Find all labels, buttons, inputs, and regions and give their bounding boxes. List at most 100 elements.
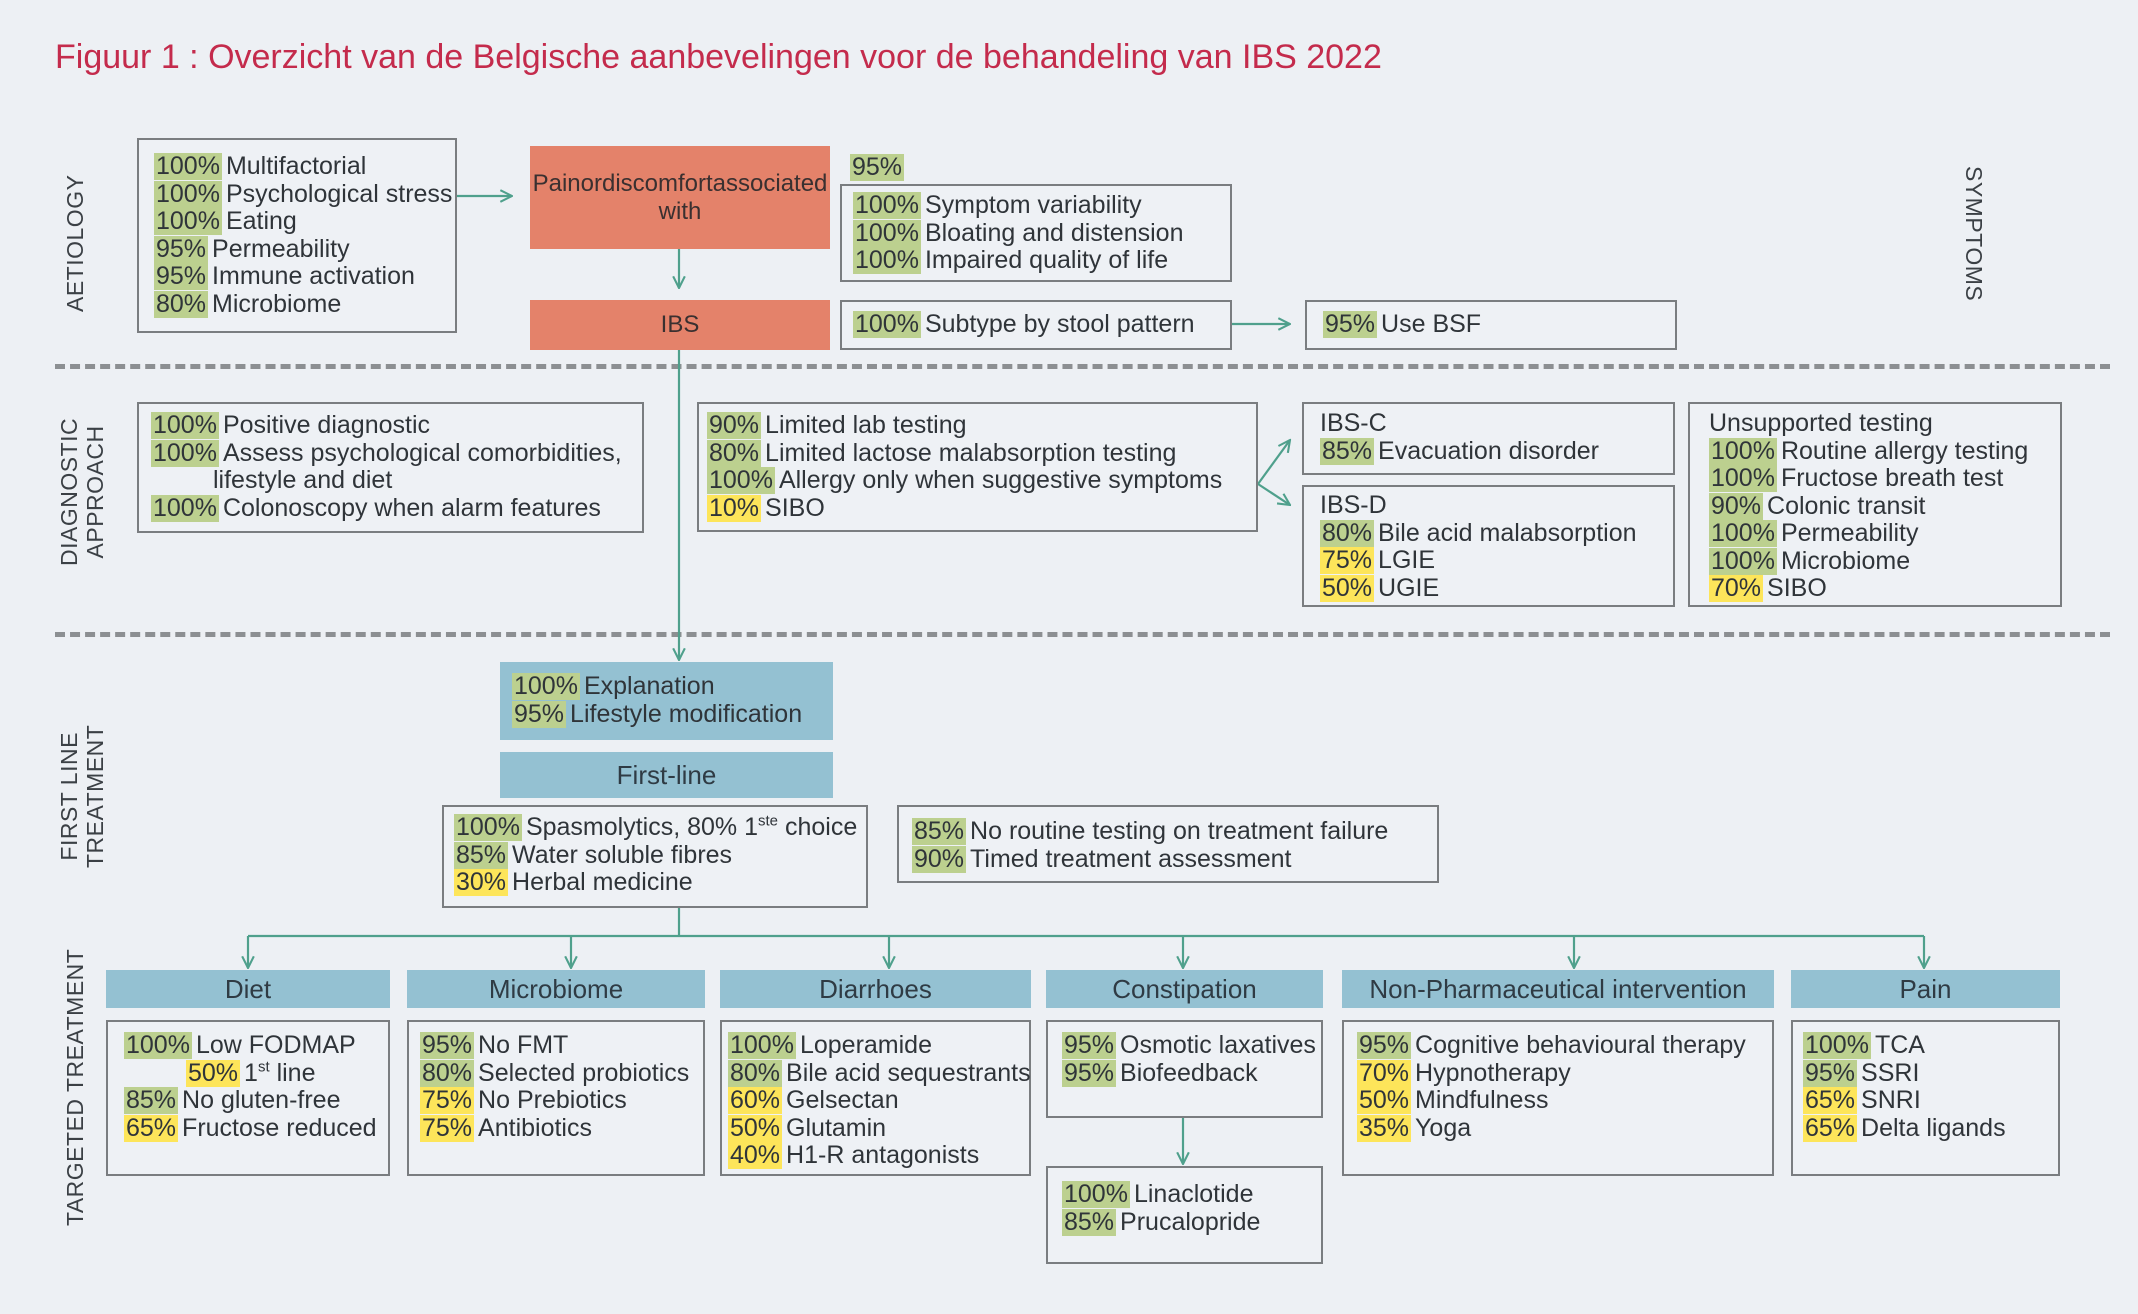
treatment-failure-box: 85%No routine testing on treatment failu…	[897, 805, 1439, 883]
item-label: Herbal medicine	[508, 868, 693, 897]
list-item: 80%Selected probiotics	[420, 1059, 689, 1088]
diarrhoea-header: Diarrhoes	[720, 970, 1031, 1008]
list-item: 100%Spasmolytics, 80% 1ste choice	[454, 813, 858, 842]
item-label-text: Microbiome	[212, 289, 342, 318]
percentage-badge: 100%	[1709, 464, 1777, 493]
list-item: 100%Eating	[154, 207, 452, 236]
percentage-badge: 100%	[707, 466, 775, 495]
item-label: Permeability	[208, 235, 350, 264]
separator-2	[55, 632, 2110, 637]
item-label-text: Fructose breath test	[1780, 464, 2004, 492]
item-label-text: LGIE	[1378, 546, 1436, 574]
item-label-text: Linaclotide	[1133, 1180, 1254, 1208]
item-label-text: SIBO	[765, 493, 825, 522]
item-label: Limited lab testing	[761, 411, 967, 440]
item-label-text: SNRI	[1861, 1086, 1921, 1114]
percentage-badge: 100%	[151, 493, 219, 522]
list-item: 75%No Prebiotics	[420, 1086, 689, 1115]
percentage-badge: 80%	[728, 1058, 783, 1087]
microbiome-header: Microbiome	[407, 970, 705, 1008]
percentage-badge: 65%	[1803, 1086, 1858, 1115]
item-label-text: Hypnotherapy	[1415, 1058, 1571, 1087]
percentage-badge: 95%	[1062, 1058, 1117, 1087]
ibs-box: IBS	[530, 300, 830, 350]
percentage-badge: 35%	[1357, 1113, 1412, 1142]
separator-1	[55, 364, 2110, 369]
list-item: 50%Mindfulness	[1357, 1086, 1746, 1115]
pain-header: Pain	[1791, 970, 2060, 1008]
list-item: 65%Delta ligands	[1803, 1113, 2006, 1143]
ibs-c-content: IBS-C 85%Evacuation disorder	[1320, 409, 1599, 466]
percentage-badge: 50%	[728, 1113, 783, 1142]
percentage-badge: 95%	[1062, 1031, 1117, 1060]
percentage-badge: 50%	[1357, 1086, 1412, 1115]
item-label-text: Explanation	[583, 672, 715, 700]
unsupported-content: Unsupported testing 100%Routine allergy …	[1709, 409, 2028, 603]
percentage-badge: 85%	[124, 1086, 179, 1115]
item-label: Microbiome	[1777, 547, 1910, 576]
item-label: TCA	[1871, 1031, 1925, 1060]
item-label: LGIE	[1374, 546, 1436, 575]
item-label: No Prebiotics	[474, 1086, 627, 1115]
item-label: Linaclotide	[1130, 1180, 1254, 1209]
item-label-text: No routine testing on treatment failure	[970, 817, 1389, 845]
item-label-text: lifestyle and diet	[213, 466, 393, 494]
item-label-text: Low FODMAP	[195, 1031, 356, 1059]
first-line-header: First-line	[500, 752, 833, 798]
item-label: Psychological stress	[222, 180, 452, 209]
item-label-text: Positive diagnostic	[222, 411, 431, 439]
percentage-badge: 100%	[124, 1031, 192, 1060]
item-label-text: UGIE	[1378, 573, 1440, 602]
list-item: 80%Limited lactose malabsorption testing	[707, 438, 1222, 468]
item-label-text: Subtype by stool pattern	[924, 310, 1195, 338]
ibs-c-list: 85%Evacuation disorder	[1320, 436, 1599, 466]
list-item: 80%Bile acid malabsorption	[1320, 519, 1637, 548]
item-label: Use BSF	[1377, 310, 1481, 339]
list-item: 90%Colonic transit	[1709, 492, 2028, 521]
item-label-text: No FMT	[478, 1031, 569, 1059]
item-label-after: choice	[778, 813, 858, 841]
item-label-text: H1-R antagonists	[786, 1141, 980, 1169]
item-label: SIBO	[1763, 574, 1827, 603]
list-item: 50%1st line	[124, 1059, 377, 1088]
item-label: Microbiome	[208, 289, 342, 319]
ibs-c-title: IBS-C	[1320, 409, 1599, 438]
item-label-text: Delta ligands	[1861, 1113, 2006, 1142]
item-label-text: Fructose reduced	[182, 1113, 377, 1142]
list-item: 85%Prucalopride	[1062, 1207, 1260, 1237]
item-label: Glutamin	[782, 1114, 886, 1143]
list-item: 100%Symptom variability	[853, 191, 1183, 220]
percentage-badge: 85%	[1062, 1207, 1117, 1236]
item-label-text: Water soluble fibres	[512, 840, 733, 869]
item-label-text: Lifestyle modification	[570, 699, 803, 728]
percentage-badge: 85%	[1320, 436, 1375, 465]
item-label-text: Mindfulness	[1415, 1086, 1549, 1114]
percentage-badge: 75%	[1320, 546, 1375, 575]
percentage-badge: 80%	[154, 289, 209, 318]
item-label: Osmotic laxatives	[1116, 1031, 1316, 1060]
item-label: Yoga	[1411, 1114, 1471, 1143]
item-label: Assess psychological comorbidities,	[219, 439, 622, 468]
list-item: 60%Gelsectan	[728, 1086, 1031, 1115]
list-item: 65%SNRI	[1803, 1086, 2006, 1115]
item-label: Delta ligands	[1857, 1113, 2006, 1143]
percentage-badge: 50%	[1320, 573, 1375, 602]
item-label: Positive diagnostic	[219, 411, 431, 440]
bsf-box: 95%Use BSF	[1305, 300, 1677, 350]
item-label: Selected probiotics	[474, 1059, 689, 1088]
list-item: 65%Fructose reduced	[124, 1113, 377, 1143]
item-label-text: No Prebiotics	[478, 1086, 627, 1114]
item-label-text: Limited lactose malabsorption testing	[765, 438, 1177, 467]
list-item: 95%Permeability	[154, 235, 452, 264]
item-label-text: Osmotic laxatives	[1120, 1031, 1316, 1059]
